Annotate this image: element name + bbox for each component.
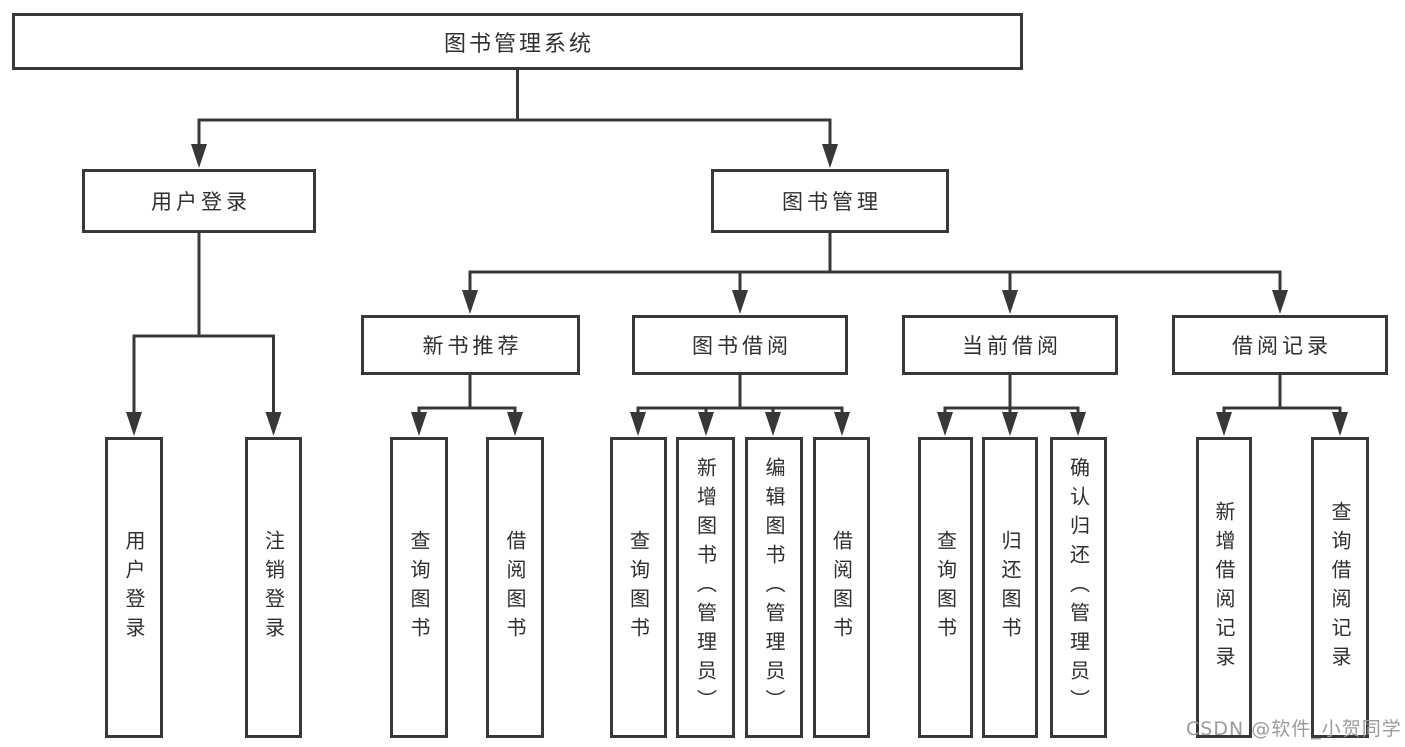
node-leaf-add-book-admin: 新增图书（管理员）	[676, 437, 735, 738]
node-leaf-edit-book-admin: 编辑图书（管理员）	[745, 437, 803, 738]
node-borrow-records: 借阅记录	[1172, 315, 1388, 375]
leaf-label: 查询图书	[407, 529, 431, 646]
leaf-label: 注销登录	[261, 529, 286, 646]
node-leaf-borrow-books-recommend: 借阅图书	[486, 437, 544, 738]
leaf-label: 编辑图书（管理员）	[762, 457, 786, 718]
leaf-label: 归还图书	[998, 529, 1022, 646]
node-leaf-add-borrow-record: 新增借阅记录	[1196, 437, 1252, 738]
leaf-label: 查询借阅记录	[1328, 500, 1352, 675]
node-leaf-borrow-books: 借阅图书	[813, 437, 870, 738]
leaf-label: 用户登录	[122, 529, 146, 646]
leaf-label: 借阅图书	[503, 529, 527, 646]
node-leaf-user-login: 用户登录	[105, 437, 163, 738]
csdn-watermark: CSDN @软件_小贺同学	[1186, 718, 1402, 740]
node-leaf-logout: 注销登录	[245, 437, 302, 738]
arrowheads	[126, 144, 1348, 436]
leaf-label: 新增借阅记录	[1212, 500, 1236, 675]
leaf-label: 确认归还（管理员）	[1066, 457, 1091, 718]
node-leaf-query-books-recommend: 查询图书	[390, 437, 448, 738]
node-book-management: 图书管理	[711, 169, 949, 233]
node-new-book-recommend: 新书推荐	[361, 315, 580, 375]
leaf-label: 借阅图书	[829, 529, 854, 646]
node-leaf-query-borrow-record: 查询借阅记录	[1311, 437, 1369, 738]
leaf-label: 查询图书	[626, 529, 651, 646]
leaf-label: 查询图书	[933, 529, 958, 646]
node-leaf-query-books-borrowing: 查询图书	[610, 437, 667, 738]
node-leaf-query-books-current: 查询图书	[918, 437, 973, 738]
node-book-borrowing: 图书借阅	[632, 315, 848, 375]
node-library-management-system: 图书管理系统	[12, 13, 1023, 70]
node-current-borrowing: 当前借阅	[902, 315, 1118, 375]
node-user-login: 用户登录	[82, 169, 316, 233]
node-leaf-return-book: 归还图书	[982, 437, 1038, 738]
node-leaf-confirm-return-admin: 确认归还（管理员）	[1050, 437, 1107, 738]
leaf-label: 新增图书（管理员）	[693, 457, 718, 718]
